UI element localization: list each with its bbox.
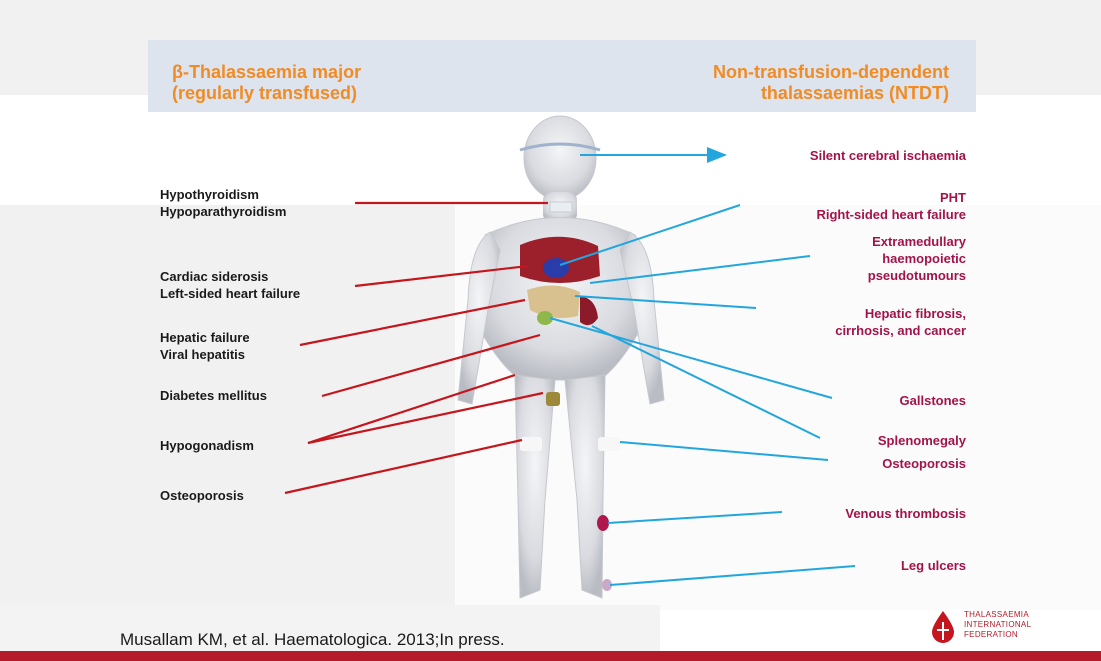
thyroid-mark [550, 202, 572, 212]
left-label-cardiac: Cardiac siderosis Left-sided heart failu… [160, 268, 300, 302]
left-leg-shape [515, 375, 555, 598]
label-line: pseudotumours [868, 267, 966, 284]
left-label-thyroid: Hypothyroidism Hypoparathyroidism [160, 186, 286, 220]
bottom-bar [0, 651, 1101, 661]
gonad-mark [546, 392, 560, 406]
label-line: Osteoporosis [160, 487, 244, 504]
label-line: Osteoporosis [882, 455, 966, 472]
label-line: PHT [816, 189, 966, 206]
right-leg-shape [565, 375, 605, 598]
left-label-osteoporosis: Osteoporosis [160, 487, 244, 504]
left-knee-mark [520, 437, 542, 451]
label-line: Extramedullary [868, 233, 966, 250]
right-label-pseudotumours: Extramedullary haemopoietic pseudotumour… [868, 233, 966, 284]
label-line: Gallstones [900, 392, 966, 409]
label-line: Viral hepatitis [160, 346, 250, 363]
label-line: haemopoietic [868, 250, 966, 267]
right-label-splenomegaly: Splenomegaly [878, 432, 966, 449]
label-line: Splenomegaly [878, 432, 966, 449]
label-line: Hepatic fibrosis, [835, 305, 966, 322]
label-line: Hypothyroidism [160, 186, 286, 203]
left-label-hypogonadism: Hypogonadism [160, 437, 254, 454]
label-line: Silent cerebral ischaemia [810, 147, 966, 164]
human-figure [458, 116, 664, 598]
connector-hypogonadism-2 [308, 393, 543, 443]
label-line: Hypoparathyroidism [160, 203, 286, 220]
connector-osteoporosis-right [620, 442, 828, 460]
right-label-cerebral: Silent cerebral ischaemia [810, 147, 966, 164]
connector-osteoporosis-left [285, 440, 522, 493]
head-shape [524, 116, 596, 200]
label-line: cirrhosis, and cancer [835, 322, 966, 339]
right-label-osteoporosis: Osteoporosis [882, 455, 966, 472]
right-label-fibrosis: Hepatic fibrosis, cirrhosis, and cancer [835, 305, 966, 339]
label-line: Hepatic failure [160, 329, 250, 346]
right-heart-mark [543, 258, 569, 278]
right-label-pht: PHT Right-sided heart failure [816, 189, 966, 223]
tif-logo: THALASSAEMIA INTERNATIONAL FEDERATION [928, 608, 1088, 646]
logo-text: THALASSAEMIA INTERNATIONAL FEDERATION [964, 610, 1031, 640]
connector-hypogonadism-1 [308, 375, 515, 443]
logo-line1: THALASSAEMIA [964, 610, 1031, 620]
connector-ulcers [610, 566, 855, 585]
label-line: Left-sided heart failure [160, 285, 300, 302]
thrombosis-mark [597, 515, 609, 531]
citation: Musallam KM, et al. Haematologica. 2013;… [120, 630, 505, 650]
label-line: Right-sided heart failure [816, 206, 966, 223]
logo-line3: FEDERATION [964, 630, 1031, 640]
label-line: Leg ulcers [901, 557, 966, 574]
right-label-gallstones: Gallstones [900, 392, 966, 409]
right-knee-mark [598, 437, 620, 451]
label-line: Cardiac siderosis [160, 268, 300, 285]
right-label-ulcers: Leg ulcers [901, 557, 966, 574]
connector-splenomegaly [592, 326, 820, 438]
label-line: Diabetes mellitus [160, 387, 267, 404]
label-line: Venous thrombosis [845, 505, 966, 522]
label-line: Hypogonadism [160, 437, 254, 454]
logo-line2: INTERNATIONAL [964, 620, 1031, 630]
right-label-thrombosis: Venous thrombosis [845, 505, 966, 522]
connector-thrombosis [608, 512, 782, 523]
drop-icon [928, 610, 958, 644]
left-label-hepatic: Hepatic failure Viral hepatitis [160, 329, 250, 363]
left-label-diabetes: Diabetes mellitus [160, 387, 267, 404]
